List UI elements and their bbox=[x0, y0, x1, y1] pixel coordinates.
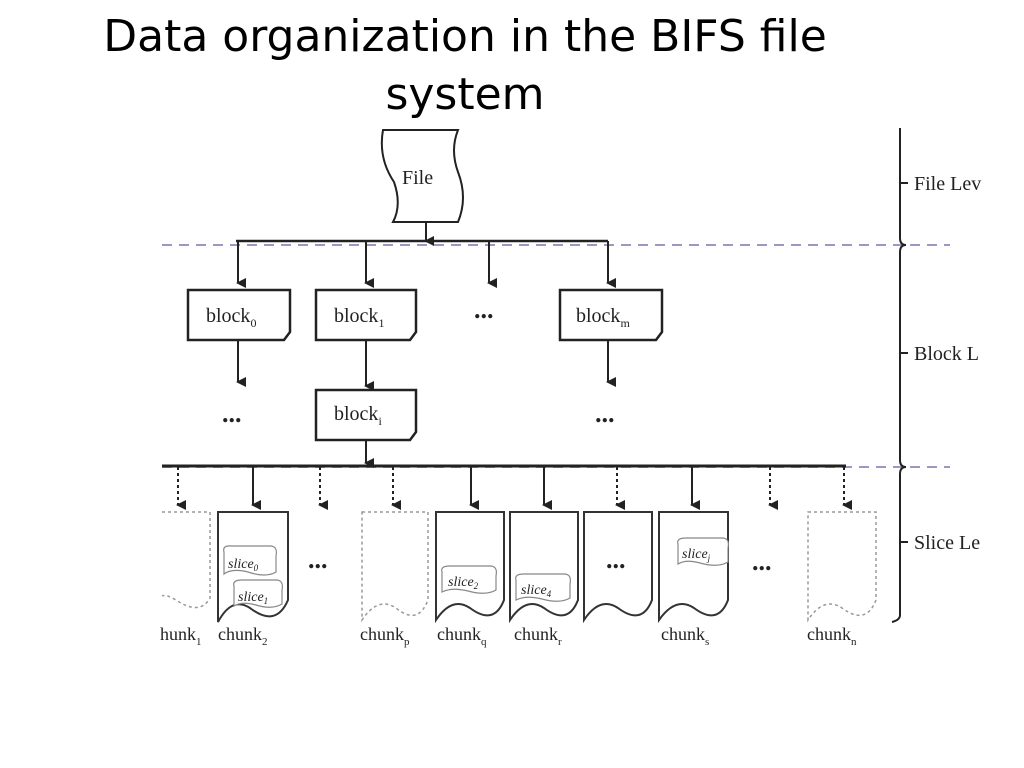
slice-subscript: j bbox=[707, 553, 711, 563]
block-label: block bbox=[334, 305, 378, 327]
chunk-subscript: r bbox=[558, 636, 562, 648]
slice-tag-0: slice0 bbox=[223, 545, 277, 576]
block-subscript: 1 bbox=[378, 316, 384, 330]
svg-text:blocki: blocki bbox=[334, 403, 382, 428]
block-node-0: block0 bbox=[186, 288, 292, 342]
file-node: File bbox=[380, 129, 464, 223]
level-label-file: File Lev bbox=[914, 173, 981, 195]
chunk-label: chunk bbox=[218, 624, 262, 644]
chunk-shape-n bbox=[807, 511, 877, 623]
slice-subscript: 0 bbox=[254, 563, 259, 573]
file-label: File bbox=[402, 167, 433, 189]
chunk-subscript: p bbox=[404, 636, 410, 648]
chunk-label: chunk bbox=[807, 624, 851, 644]
block-ellipsis: ... bbox=[474, 295, 494, 324]
block-node-1: block1 bbox=[314, 288, 418, 342]
level-label-slice: Slice Le bbox=[914, 532, 980, 554]
block-label: block bbox=[334, 403, 378, 425]
svg-text:chunkn: chunkn bbox=[807, 624, 857, 648]
svg-text:slice4: slice4 bbox=[521, 583, 552, 599]
block-node-i: blocki bbox=[314, 388, 418, 442]
svg-text:slice0: slice0 bbox=[228, 557, 259, 573]
slice-subscript: 4 bbox=[547, 589, 552, 599]
slice-tag-2: slice2 bbox=[441, 565, 497, 594]
chunk-label: chunk bbox=[514, 624, 558, 644]
block-node-m: blockm bbox=[558, 288, 664, 342]
svg-text:chunkr: chunkr bbox=[514, 624, 562, 648]
level-label-block: Block L bbox=[914, 343, 979, 365]
chunk-subscript: n bbox=[851, 636, 857, 648]
svg-text:slice1: slice1 bbox=[238, 590, 268, 606]
chunk-label: hunk bbox=[160, 624, 196, 644]
slice-tag-4: slice4 bbox=[515, 573, 571, 602]
svg-text:block0: block0 bbox=[206, 305, 256, 330]
chunk-label: chunk bbox=[661, 624, 705, 644]
slice-subscript: 2 bbox=[474, 581, 479, 591]
chunk-shape-ellipsis bbox=[583, 511, 653, 624]
slice-ellipsis: ... bbox=[308, 545, 328, 574]
svg-text:block1: block1 bbox=[334, 305, 384, 330]
ellipsis-below-block-m: ... bbox=[596, 399, 616, 428]
slice-label: slice bbox=[682, 547, 708, 562]
slice-tag-1: slice1 bbox=[233, 579, 283, 608]
svg-text:chunk2: chunk2 bbox=[218, 624, 268, 648]
svg-text:chunkq: chunkq bbox=[437, 624, 487, 648]
level-brace bbox=[891, 128, 908, 623]
slice-subscript: 1 bbox=[264, 596, 269, 606]
slice-label: slice bbox=[238, 590, 264, 605]
block-subscript: i bbox=[378, 414, 382, 428]
chunk-shape-p bbox=[361, 511, 429, 623]
chunk-arrows bbox=[176, 467, 852, 510]
slice-label: slice bbox=[521, 583, 547, 598]
chunk-label: chunk bbox=[437, 624, 481, 644]
slice-label: slice bbox=[448, 575, 474, 590]
ellipsis-below-block-0: ... bbox=[222, 399, 242, 428]
chunk-subscript: s bbox=[705, 636, 709, 648]
slice-label: slice bbox=[228, 557, 254, 572]
chunk-subscript: 1 bbox=[196, 636, 202, 648]
block-subscript: 0 bbox=[250, 316, 256, 330]
chunk-subscript: 2 bbox=[262, 636, 268, 648]
slice-tag-j: slicej bbox=[677, 537, 729, 566]
block-subscript: m bbox=[620, 316, 630, 330]
slice-ellipsis: ... bbox=[606, 545, 626, 574]
chunk-shape-1 bbox=[161, 511, 211, 609]
slice-ellipsis: ... bbox=[752, 547, 772, 576]
svg-text:blockm: blockm bbox=[576, 305, 630, 330]
chunk-shape-s bbox=[658, 511, 729, 624]
svg-text:chunks: chunks bbox=[661, 624, 709, 648]
chunk-label: chunk bbox=[360, 624, 404, 644]
svg-text:chunkp: chunkp bbox=[360, 624, 410, 648]
chunk-shape-r bbox=[509, 511, 579, 624]
slide-title: Data organization in the BIFS file syste… bbox=[103, 11, 827, 120]
block-label: block bbox=[576, 305, 620, 327]
chunk-subscript: q bbox=[481, 636, 487, 648]
svg-text:slice2: slice2 bbox=[448, 575, 479, 591]
svg-text:hunk1: hunk1 bbox=[160, 624, 202, 648]
svg-text:slicej: slicej bbox=[682, 547, 711, 563]
block-label: block bbox=[206, 305, 250, 327]
